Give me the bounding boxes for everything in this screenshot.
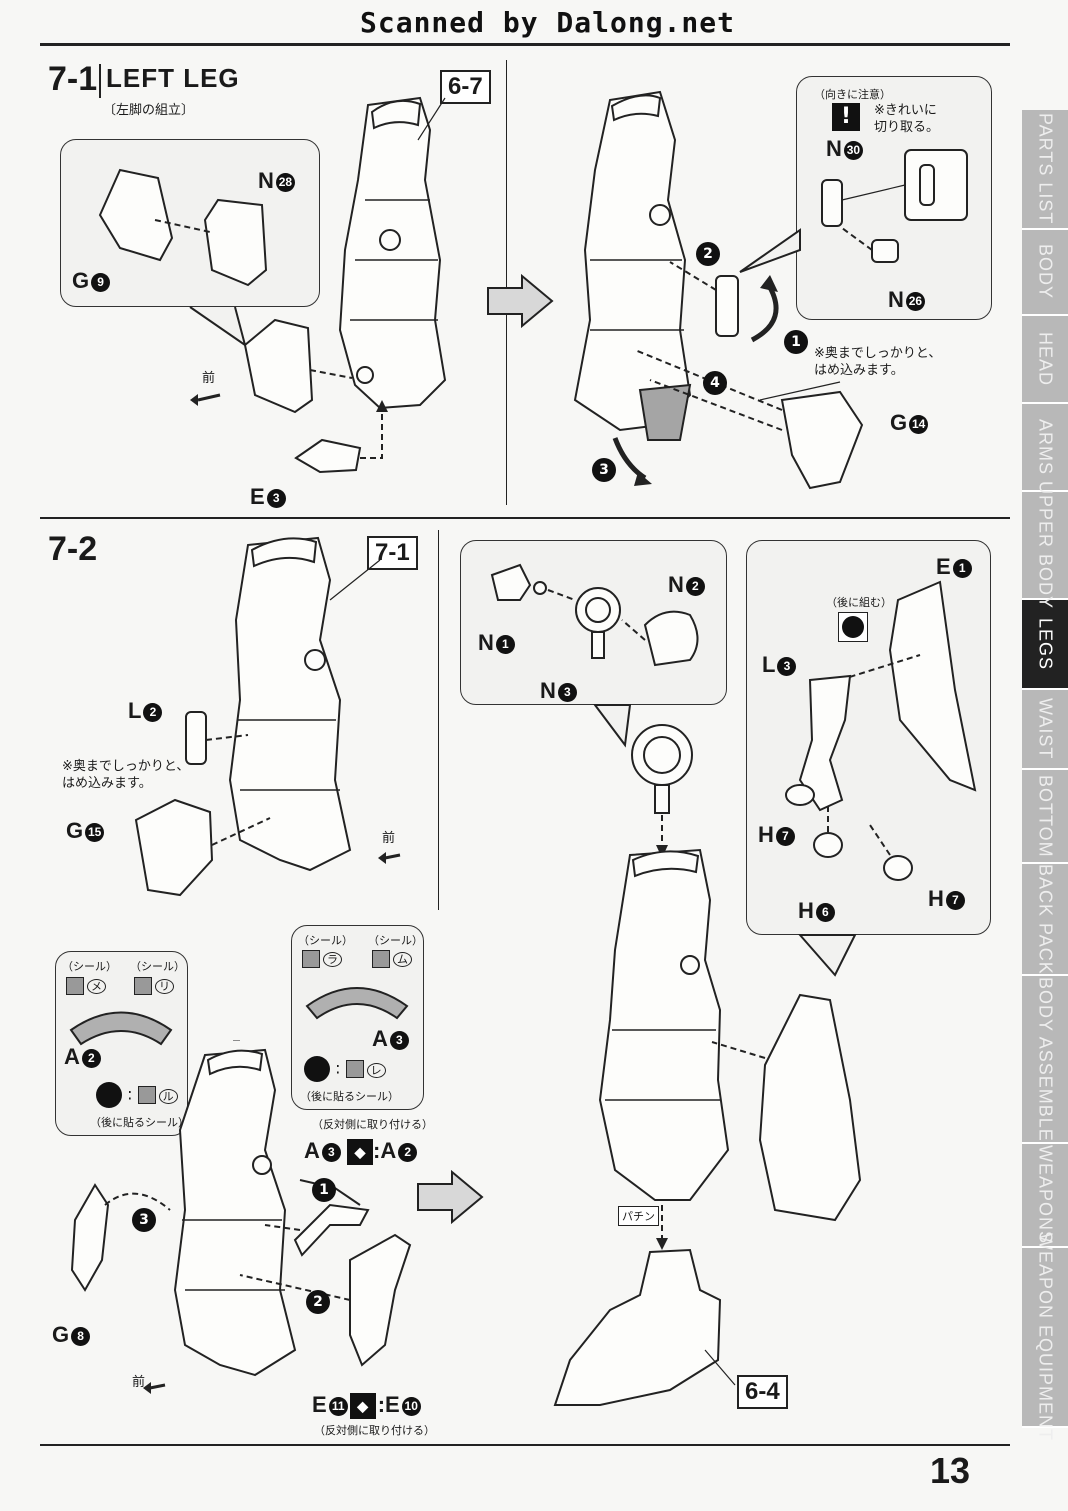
- next-step-arrow-2: [417, 1170, 484, 1224]
- tab-back-pack[interactable]: BACK PACK: [1022, 864, 1068, 976]
- step-badge-7-2-1: 1: [312, 1178, 336, 1202]
- opposite-side-label-2: （反対側に取り付ける）: [314, 1424, 435, 1437]
- sticker-re: : レ: [304, 1056, 386, 1082]
- step-badge-2: 2: [696, 242, 720, 266]
- tab-body[interactable]: BODY: [1022, 230, 1068, 316]
- step-badge-1: 1: [784, 330, 808, 354]
- step-badge-3: 3: [592, 458, 616, 482]
- ref-box-6-4: 6-4: [737, 1375, 788, 1409]
- vertical-divider-lower: [438, 530, 439, 910]
- front-label-7-1: 前: [202, 371, 216, 386]
- ref-box-6-7: 6-7: [440, 70, 491, 104]
- vertical-divider: [506, 60, 507, 505]
- middle-rule: [40, 517, 1010, 519]
- sticker-label-1: （シール）: [62, 960, 117, 973]
- step-7-1-number: 7-1: [48, 60, 98, 98]
- tab-parts-list[interactable]: PARTS LIST: [1022, 110, 1068, 230]
- tab-weapons[interactable]: WEAPONS: [1022, 1144, 1068, 1248]
- step-7-1-subtitle: 〔左脚の組立〕: [103, 103, 195, 118]
- step-7-1-title: LEFT LEG: [106, 63, 240, 93]
- part-a3-shape: [305, 987, 409, 1020]
- illustration-7-2-lower: [70, 1040, 412, 1394]
- tab-head[interactable]: HEAD: [1022, 316, 1068, 404]
- next-step-arrow: [487, 274, 554, 328]
- sticker-me: メ: [66, 975, 106, 995]
- after-sticker-label-2: （後に貼るシール）: [300, 1090, 399, 1103]
- page-number: 13: [930, 1450, 971, 1491]
- insert-note-7-2: ※奥までしっかりと、 はめ込みます。: [62, 759, 190, 791]
- scan-credit: Scanned by Dalong.net: [360, 6, 736, 39]
- sticker-mu: ム: [372, 948, 412, 968]
- later-assembly-icon: [838, 612, 868, 642]
- section-sidebar: PARTS LIST BODY HEAD ARMS UPPER BODY LEG…: [1022, 110, 1068, 1441]
- part-a2-shape: [69, 1011, 173, 1046]
- illustration-7-1b: [573, 90, 968, 490]
- sticker-label-2: （シール）: [130, 960, 185, 973]
- front-label-7-2b: 前: [132, 1375, 146, 1390]
- illustration-7-2: [134, 536, 401, 897]
- sticker-label-4: （シール）: [368, 934, 423, 947]
- bottom-rule: [40, 1444, 1010, 1446]
- tab-body-assemble[interactable]: BODY ASSEMBLE: [1022, 976, 1068, 1144]
- tab-bottom[interactable]: BOTTOM: [1022, 770, 1068, 864]
- tab-arms[interactable]: ARMS: [1022, 404, 1068, 492]
- illustration-7-2-right: [490, 563, 977, 1406]
- step-7-2-number: 7-2: [48, 530, 98, 568]
- tab-weapon-equipment[interactable]: WEAPON EQUIPMENT: [1022, 1233, 1068, 1441]
- illustration-7-1: [98, 96, 447, 474]
- sticker-ra: ラ: [302, 948, 342, 968]
- opposite-side-label-1: （反対側に取り付ける）: [312, 1118, 433, 1131]
- tab-waist[interactable]: WAIST: [1022, 690, 1068, 770]
- front-label-7-2a: 前: [382, 831, 396, 846]
- step-title-divider: [99, 64, 101, 98]
- after-sticker-label-1: （後に貼るシール）: [90, 1116, 189, 1129]
- caution-note: ※きれいに 切り取る。: [874, 103, 940, 135]
- later-assembly-label: （後に組む）: [826, 596, 892, 609]
- insert-note-7-1: ※奥までしっかりと、 はめ込みます。: [814, 346, 942, 378]
- sticker-label-3: （シール）: [298, 934, 353, 947]
- tab-legs[interactable]: LEGS: [1022, 600, 1068, 690]
- top-rule: [40, 43, 1010, 46]
- step-badge-7-2-3: 3: [132, 1208, 156, 1232]
- page-header: Scanned by Dalong.net: [0, 0, 1068, 45]
- tab-upper-body[interactable]: UPPER BODY: [1022, 481, 1068, 609]
- sticker-ru: : ル: [96, 1082, 178, 1108]
- step-badge-7-2-2: 2: [306, 1290, 330, 1314]
- caution-label: （向きに注意）: [814, 88, 891, 101]
- caution-icon: !: [832, 103, 860, 131]
- step-badge-4: 4: [703, 371, 727, 395]
- snap-label: パチン: [618, 1206, 659, 1226]
- sticker-ri: リ: [134, 975, 174, 995]
